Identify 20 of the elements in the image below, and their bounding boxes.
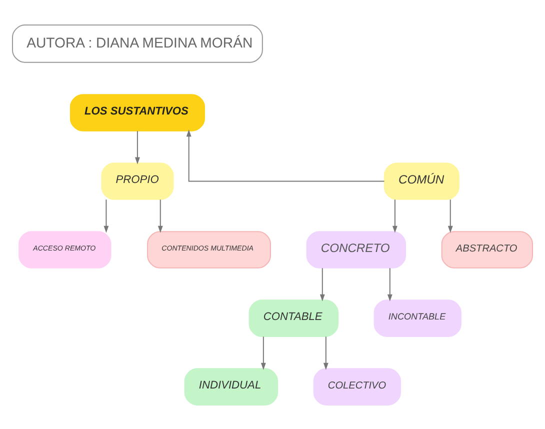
arrow [260,336,266,370]
node-box: LOS SUSTANTIVOS [70,94,205,131]
node-box: COLECTIVO [313,368,401,405]
arrow [448,199,453,232]
arrow [387,268,392,301]
node-box: ABSTRACTO [441,230,534,268]
arrow [104,199,109,232]
node-box: PROPIO [101,162,174,200]
node-box: CONCRETO [306,230,406,268]
arrow [323,336,328,370]
arrow [158,199,163,232]
arrow [320,268,325,301]
arrow [186,129,384,182]
node-box: COMÚN [384,162,460,200]
node-box: INCONTABLE [374,299,462,336]
arrow [392,199,398,232]
node-box: AUTORA : DIANA MEDINA MORÁN [12,24,263,62]
node-box: INDIVIDUAL [184,368,278,405]
node-box: CONTABLE [248,299,338,336]
arrow [134,130,140,164]
